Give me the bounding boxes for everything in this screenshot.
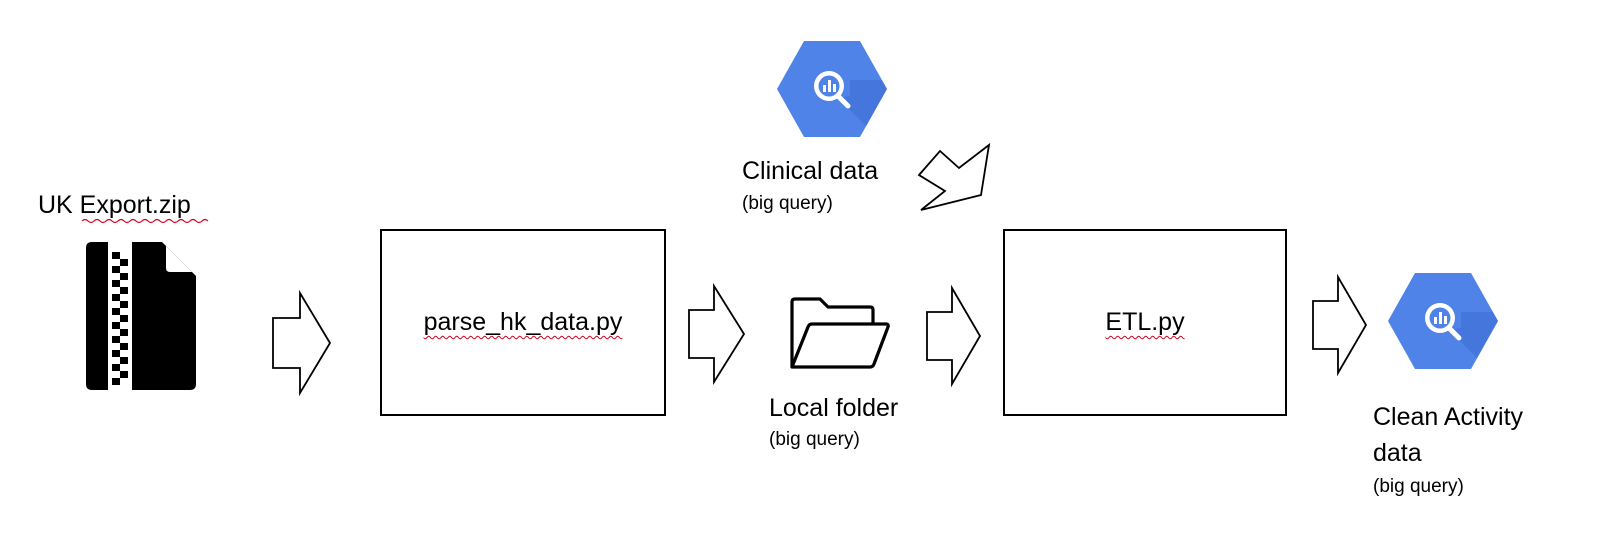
bigquery-icon bbox=[777, 41, 887, 137]
local-folder-sublabel: (big query) bbox=[769, 429, 860, 450]
etl-script-label: ETL.py bbox=[1105, 308, 1185, 336]
clinical-data-sublabel: (big query) bbox=[742, 193, 833, 214]
folder-icon bbox=[790, 297, 890, 369]
zip-file-icon bbox=[86, 242, 196, 390]
block-arrow-right-icon bbox=[688, 282, 746, 386]
parse-script-label: parse_hk_data.py bbox=[423, 308, 623, 336]
clean-activity-label-line2: data bbox=[1373, 439, 1422, 467]
etl-script-box: ETL.py bbox=[1003, 229, 1287, 416]
clean-activity-label-line1: Clean Activity bbox=[1373, 403, 1524, 431]
zip-file-label: UK Export.zip bbox=[38, 190, 191, 220]
clean-activity-sublabel: (big query) bbox=[1373, 476, 1464, 497]
block-arrow-diagonal-icon bbox=[917, 142, 991, 211]
clinical-data-label: Clinical data bbox=[742, 157, 879, 185]
block-arrow-right-icon bbox=[926, 284, 982, 388]
zip-file-label-text: UK Export.zip bbox=[38, 191, 191, 219]
block-arrow-right-icon bbox=[272, 289, 332, 397]
block-arrow-right-icon bbox=[1312, 273, 1368, 377]
bigquery-icon bbox=[1388, 273, 1498, 369]
local-folder-label: Local folder bbox=[769, 394, 899, 422]
parse-script-box: parse_hk_data.py bbox=[380, 229, 666, 416]
